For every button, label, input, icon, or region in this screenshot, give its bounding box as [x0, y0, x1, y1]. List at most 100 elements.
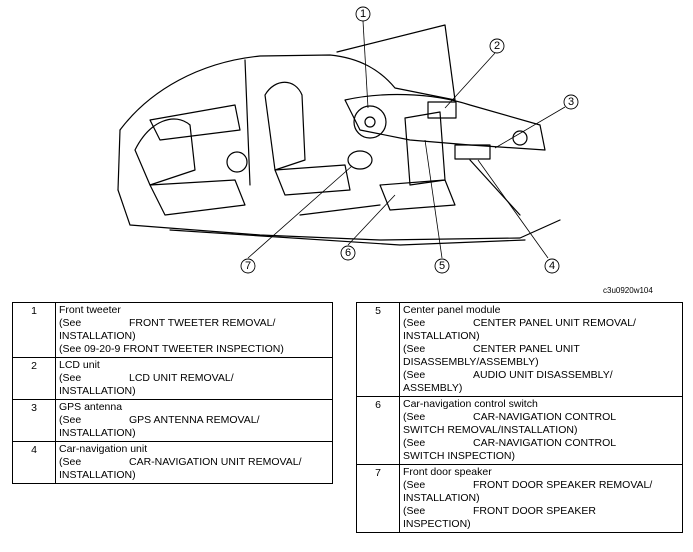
legend-reference-line: (See CENTER PANEL UNIT	[403, 343, 679, 356]
reference-text: CAR-NAVIGATION CONTROL	[473, 411, 617, 423]
legend-reference-line: INSTALLATION)	[59, 330, 329, 343]
callout-2-number: 2	[494, 40, 500, 52]
legend-item-number: 3	[12, 399, 56, 442]
callout-4	[544, 258, 560, 274]
reference-text: LCD UNIT REMOVAL/	[129, 372, 234, 384]
see-prefix: (See	[403, 317, 426, 329]
see-prefix: (See	[403, 479, 426, 491]
sill	[169, 229, 526, 246]
reference-text: CAR-NAVIGATION UNIT REMOVAL/	[129, 456, 302, 468]
legend-item-title: LCD unit	[59, 359, 100, 371]
reference-text: FRONT TWEETER REMOVAL/	[129, 317, 276, 329]
reference-text: INSTALLATION)	[59, 469, 136, 481]
callout-3-number: 3	[568, 96, 574, 108]
callout-6-number: 6	[345, 247, 351, 259]
reference-text: CENTER PANEL UNIT	[473, 343, 580, 355]
legend-item-number: 6	[356, 396, 400, 465]
front-seat-back	[264, 81, 306, 171]
legend-item-number: 7	[356, 464, 400, 533]
legend-item-title: Car-navigation control switch	[403, 398, 538, 410]
reference-text: CAR-NAVIGATION CONTROL	[473, 437, 617, 449]
callout-1-number: 1	[360, 8, 366, 20]
reference-text: INSPECTION)	[403, 518, 471, 530]
reference-text: INSTALLATION)	[59, 330, 136, 342]
legend-reference-line: (See FRONT TWEETER REMOVAL/	[59, 317, 329, 330]
legend-item-title: Front tweeter	[59, 304, 121, 316]
legend-reference-line: (See 09-20-9 FRONT TWEETER INSPECTION)	[59, 343, 329, 356]
legend-item-title: GPS antenna	[59, 401, 123, 413]
car-interior-drawing: 1 2 3 4 5 6 7	[117, 6, 579, 274]
roof-outline	[119, 54, 456, 131]
legend-reference-line: SWITCH REMOVAL/INSTALLATION)	[403, 424, 679, 437]
reference-text: SWITCH REMOVAL/INSTALLATION)	[403, 424, 578, 436]
windshield	[336, 24, 456, 101]
callout-1	[355, 6, 371, 22]
lcd-screen	[427, 101, 457, 119]
see-prefix: (See	[403, 437, 426, 449]
legend-reference-line: (See CENTER PANEL UNIT REMOVAL/	[403, 317, 679, 330]
rear-seat-cushion	[149, 179, 246, 216]
reference-text: FRONT DOOR SPEAKER REMOVAL/	[473, 479, 653, 491]
nav-unit-box	[454, 144, 491, 160]
callout-7	[240, 258, 256, 274]
legend-reference-line: INSPECTION)	[403, 518, 679, 531]
legend-reference-line: (See CAR-NAVIGATION CONTROL	[403, 437, 679, 450]
legend-reference-line: INSTALLATION)	[403, 330, 679, 343]
reference-text: (See 09-20-9 FRONT TWEETER INSPECTION)	[59, 343, 284, 355]
see-prefix: (See	[403, 411, 426, 423]
reference-text: AUDIO UNIT DISASSEMBLY/	[473, 369, 613, 381]
legend-item-number: 5	[356, 302, 400, 397]
legend-item-title: Car-navigation unit	[59, 443, 148, 455]
see-prefix: (See	[59, 317, 82, 329]
front-seat-cushion	[274, 164, 351, 196]
rear-speaker	[226, 151, 248, 173]
reference-text: CENTER PANEL UNIT REMOVAL/	[473, 317, 636, 329]
legend-item-number: 2	[12, 357, 56, 400]
b-pillar	[244, 59, 251, 186]
callout-7-number: 7	[245, 260, 251, 272]
legend-item-description: Front tweeter(See FRONT TWEETER REMOVAL/I…	[55, 302, 333, 358]
see-prefix: (See	[59, 372, 82, 384]
legend-reference-line: (See CAR-NAVIGATION CONTROL	[403, 411, 679, 424]
reference-text: INSTALLATION)	[59, 427, 136, 439]
dash-vent	[512, 130, 528, 146]
see-prefix: (See	[403, 343, 426, 355]
legend-reference-line: SWITCH INSPECTION)	[403, 450, 679, 463]
callout-6	[340, 245, 356, 261]
legend-reference-line: ASSEMBLY)	[403, 382, 679, 395]
console-floor	[379, 179, 456, 211]
figure-reference-code: c3u0920w104	[603, 286, 653, 295]
callout-5-number: 5	[439, 260, 445, 272]
legend-item-title: Center panel module	[403, 304, 501, 316]
reference-text: GPS ANTENNA REMOVAL/	[129, 414, 260, 426]
reference-text: DISASSEMBLY/ASSEMBLY)	[403, 356, 539, 368]
callout-3	[563, 94, 579, 110]
reference-text: SWITCH INSPECTION)	[403, 450, 515, 462]
steering-wheel	[353, 105, 387, 139]
legend-reference-line: (See FRONT DOOR SPEAKER REMOVAL/	[403, 479, 679, 492]
rear-pillar	[117, 129, 121, 191]
legend-reference-line: INSTALLATION)	[59, 469, 329, 482]
front-door-speaker	[347, 150, 373, 170]
callout-2	[489, 38, 505, 54]
body-lower	[117, 189, 561, 241]
see-prefix: (See	[403, 369, 426, 381]
car-interior-illustration: 1 2 3 4 5 6 7	[117, 6, 579, 274]
rear-seat-back	[134, 118, 196, 186]
reference-text: INSTALLATION)	[403, 330, 480, 342]
